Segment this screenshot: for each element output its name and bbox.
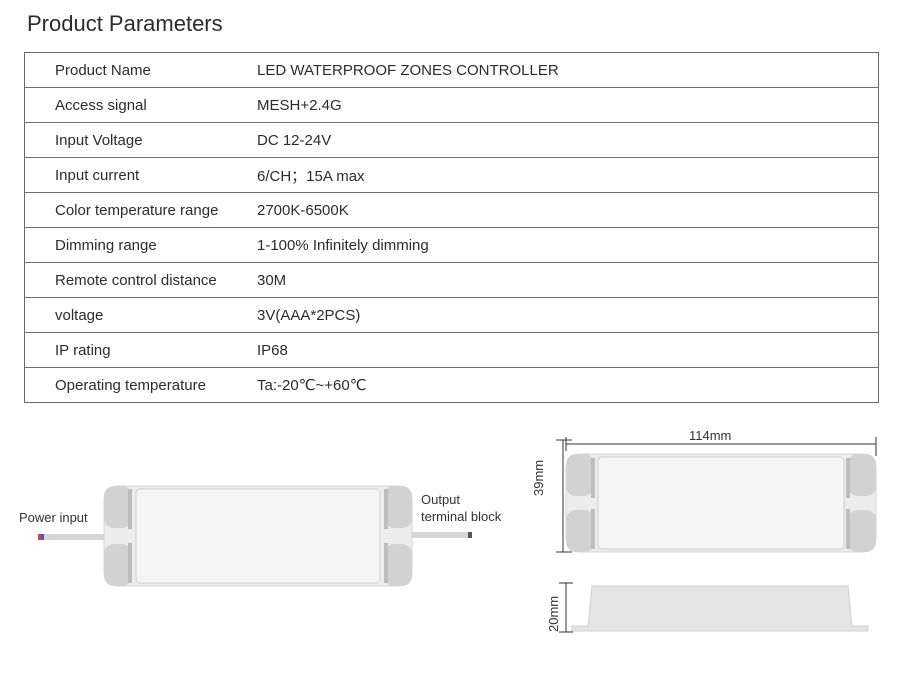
parameter-label: voltage <box>24 297 257 333</box>
height-dimension-line <box>559 582 573 633</box>
parameter-value: 1-100% Infinitely dimming <box>257 227 879 263</box>
parameter-value: IP68 <box>257 332 879 368</box>
terminal-block-label: terminal block <box>421 509 502 524</box>
power-input-wire <box>38 534 106 540</box>
width-dimension-line <box>556 439 572 553</box>
parameter-label: Remote control distance <box>24 262 257 298</box>
parameter-value: 6/CH；15A max <box>257 157 879 193</box>
parameter-label: Input Voltage <box>24 122 257 158</box>
parameter-label: Product Name <box>24 52 257 88</box>
parameter-label: Access signal <box>24 87 257 123</box>
length-label: 114mm <box>689 428 732 443</box>
parameter-value: Ta:-20℃~+60℃ <box>257 377 367 394</box>
width-label: 39mm <box>531 459 546 496</box>
height-label: 20mm <box>546 595 561 632</box>
output-wire <box>410 532 472 538</box>
parameter-label: Color temperature range <box>24 192 257 228</box>
parameter-label: IP rating <box>24 332 257 368</box>
parameter-value: DC 12-24V <box>257 122 879 158</box>
controller-top-view <box>103 485 413 587</box>
page-title: Product Parameters <box>27 11 223 36</box>
power-input-label: Power input <box>19 510 88 525</box>
dimension-side-view <box>571 585 869 632</box>
output-label: Output <box>421 492 461 507</box>
parameter-label: Input current <box>24 157 257 193</box>
parameter-label: Operating temperature <box>55 376 206 394</box>
parameter-label: Dimming range <box>24 227 257 263</box>
dimension-top-view <box>565 453 877 553</box>
parameter-value: 30M <box>257 262 879 298</box>
parameter-value: LED WATERPROOF ZONES CONTROLLER <box>257 52 879 88</box>
parameter-row: Operating temperature Ta:-20℃~+60℃ <box>25 368 879 403</box>
parameter-value: MESH+2.4G <box>257 87 879 123</box>
parameter-value: 3V(AAA*2PCS) <box>257 297 879 333</box>
parameter-value: 2700K-6500K <box>257 192 879 228</box>
length-dimension-line <box>565 437 877 456</box>
